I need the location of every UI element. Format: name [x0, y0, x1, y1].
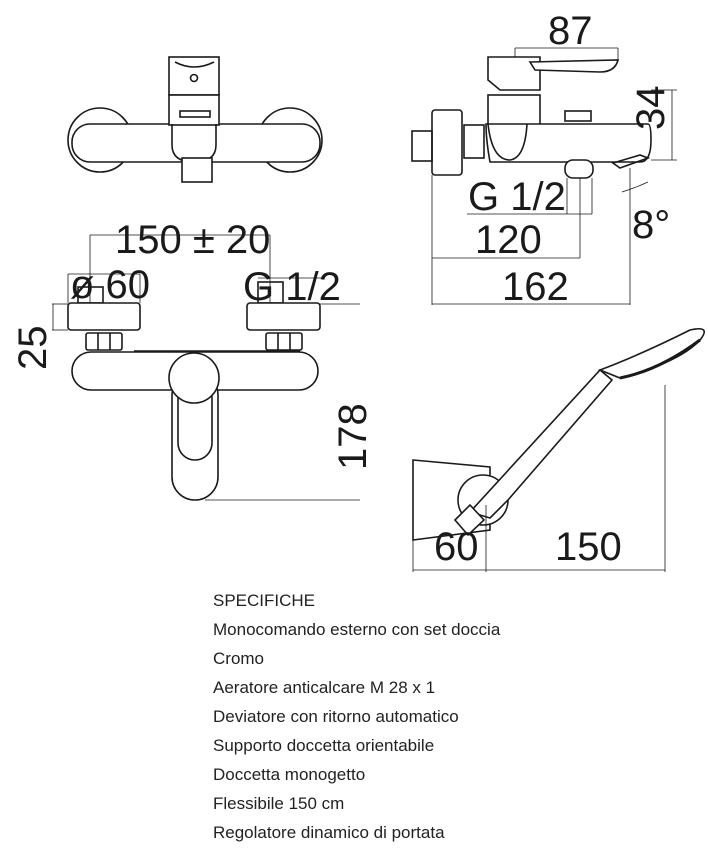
dim-body-height: 34 [629, 86, 673, 131]
dim-angle: 8° [632, 203, 670, 247]
dim-outlet-distance: 120 [475, 218, 542, 262]
dim-rosette-diameter: ø 60 [70, 263, 150, 307]
spec-item: Doccetta monogetto [213, 765, 366, 784]
spec-item: Deviatore con ritorno automatico [213, 707, 459, 726]
dim-total-depth: 162 [502, 265, 569, 309]
dim-lever-length: 87 [548, 9, 593, 53]
dim-handshower-reach: 150 [555, 525, 622, 569]
spec-item: Cromo [213, 649, 265, 668]
spec-item: Aeratore anticalcare M 28 x 1 [213, 678, 436, 697]
shower-view [412, 327, 706, 572]
dim-bracket-depth: 60 [434, 525, 479, 569]
top-view [67, 56, 323, 183]
dim-height: 178 [331, 403, 375, 470]
dim-rosette-depth: 25 [11, 326, 55, 371]
specs-title: SPECIFICHE [213, 591, 316, 610]
spec-item: Regolatore dinamico di portata [213, 823, 445, 842]
dim-outlet-thread: G 1/2 [468, 175, 566, 219]
side-view [411, 47, 677, 305]
spec-item: Flessibile 150 cm [213, 794, 345, 813]
specifications: SPECIFICHE Monocomando esterno con set d… [213, 586, 500, 847]
dim-connection-front: G 1/2 [243, 265, 341, 309]
dim-center-distance: 150 ± 20 [115, 218, 270, 262]
spec-item: Monocomando esterno con set doccia [213, 620, 501, 639]
front-view [52, 234, 360, 501]
spec-item: Supporto doccetta orientabile [213, 736, 435, 755]
